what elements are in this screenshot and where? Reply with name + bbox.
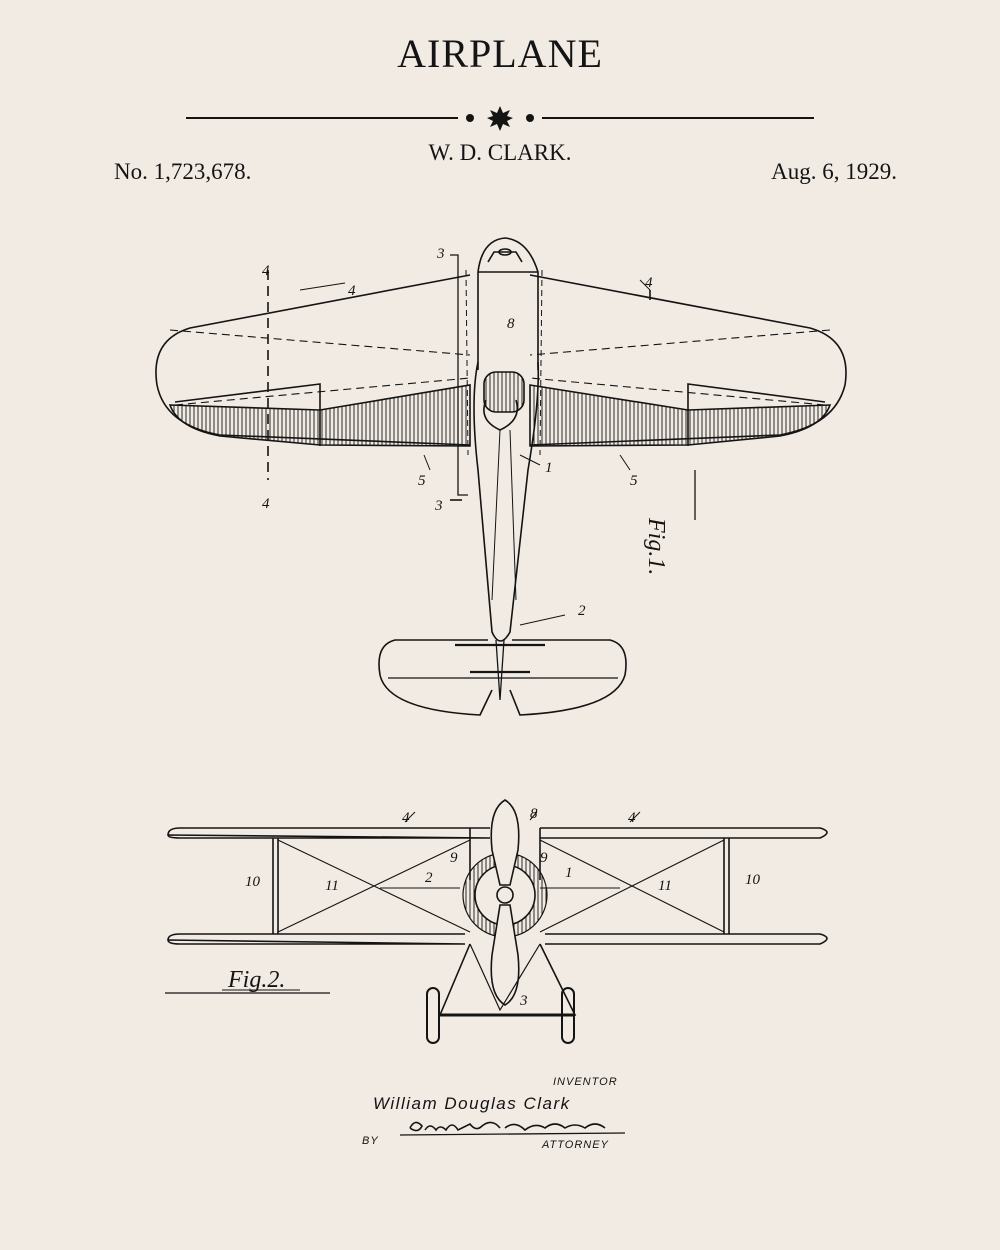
- f2-callout-3: 3: [519, 993, 528, 1009]
- f2-callout-4a: 4: [402, 810, 410, 826]
- by-label: BY: [362, 1135, 379, 1147]
- patent-date: Aug. 6, 1929.: [771, 159, 897, 184]
- callout-5a: 5: [418, 473, 426, 489]
- f2-callout-4b: 4: [628, 810, 636, 826]
- attorney-label: ATTORNEY: [542, 1139, 609, 1151]
- f2-callout-8: 8: [530, 806, 538, 822]
- callout-1: 1: [545, 460, 553, 476]
- ornamental-divider: [186, 106, 814, 131]
- callout-3b: 3: [434, 498, 443, 514]
- callout-5b: 5: [630, 473, 638, 489]
- callout-2: 2: [578, 603, 586, 619]
- f2-callout-11b: 11: [658, 878, 672, 894]
- f2-callout-1: 1: [565, 865, 573, 881]
- patent-number: No. 1,723,678.: [114, 159, 252, 184]
- inventor-signature-name: William Douglas Clark: [373, 1094, 571, 1113]
- inventor-label: INVENTOR: [553, 1076, 618, 1088]
- figure-1-label: Fig.1.: [643, 518, 669, 576]
- document-title: AIRPLANE: [397, 31, 603, 76]
- f2-callout-9b: 9: [540, 850, 548, 866]
- attorney-signature: [399, 1121, 626, 1136]
- f2-callout-2: 2: [425, 870, 433, 886]
- fig1-top-view: [155, 237, 847, 716]
- f2-callout-10a: 10: [245, 874, 261, 890]
- callout-4a: 4: [262, 263, 270, 279]
- callout-8: 8: [507, 316, 515, 332]
- inventor-name: W. D. CLARK.: [428, 140, 572, 165]
- callout-3a: 3: [436, 246, 445, 262]
- star-icon: [487, 106, 513, 131]
- f2-callout-10b: 10: [745, 872, 761, 888]
- figure-2-label: Fig.2.: [228, 967, 286, 993]
- f2-callout-11a: 11: [325, 878, 339, 894]
- f2-callout-9a: 9: [450, 850, 458, 866]
- callout-4d: 4: [262, 496, 270, 512]
- callout-4c: 4: [645, 275, 653, 291]
- fig2-front-view: [165, 799, 828, 1044]
- callout-4b: 4: [348, 283, 356, 299]
